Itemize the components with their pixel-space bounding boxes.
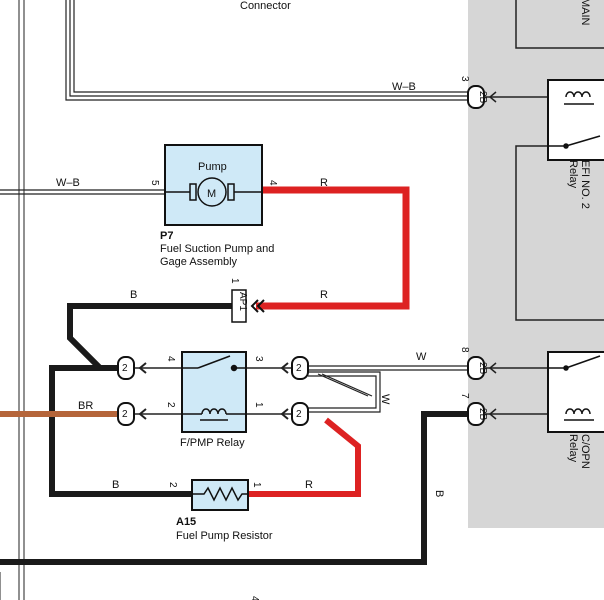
efi-relay-line1: EFI NO. 2 [579,160,591,209]
efi-relay-line2: Relay [567,160,579,189]
copn-relay-icon [548,355,601,421]
wire-label-w-relay: W [416,351,427,363]
relay-coil-icon [182,408,246,421]
right-connector-7: 2B 7 [459,393,488,426]
wire-label-b-ap1: B [130,289,137,301]
resistor-box [191,479,249,511]
junction-j4-label: 2 [296,409,302,420]
main-relay-label: MAIN [579,0,591,26]
wire-label-wb-top: W–B [392,81,416,93]
top-double-wire [65,0,468,101]
ap1-label: AP1 [237,292,248,311]
pump-pin-left: 5 [149,180,160,186]
wire-label-b-resistor: B [112,479,119,491]
resistor-pin-left: 2 [167,482,178,488]
relay-pin-bl: 2 [165,402,176,408]
relay-pin-br: 1 [253,402,264,408]
junction-j2-label: 2 [122,409,128,420]
pump-name-line2: Gage Assembly [160,256,238,268]
w-wire [308,365,468,413]
pump-pin-right: 4 [267,180,278,186]
relay-pin-tr: 3 [253,356,264,362]
relay-leads [134,367,292,415]
right-connector-3-label: 2B [477,91,488,104]
right-leads [484,0,604,420]
relay-lead-arrows [138,362,289,420]
wire-label-r-ap1: R [320,289,328,301]
junction-j4: 2 [291,402,309,426]
connector-label: Connector [240,0,291,12]
junction-j1-label: 2 [122,363,128,374]
resistor-pin-right: 1 [251,482,262,488]
wire-label-r-resistor: R [305,479,313,491]
junction-j3-label: 2 [296,363,302,374]
efi-relay-coil-icon [548,91,601,149]
resistor-zigzag-icon [192,486,248,502]
relay-red-wire [248,417,361,497]
resistor-black-wire [49,365,192,497]
right-black-wire [0,411,468,565]
copn-relay-box [547,351,604,433]
pump-title: Pump [198,161,227,173]
copn-relay-line1: C/OPN [579,434,591,469]
pump-code: P7 [160,230,173,242]
junction-j1: 2 [117,356,135,380]
junction-j3: 2 [291,356,309,380]
right-connector-8-label: 2B [477,362,488,375]
bottom-pin: 4 [249,596,260,600]
right-connector-7-pin: 7 [459,393,470,399]
left-edge-wires [18,0,25,600]
wire-label-w-loop: W [379,394,391,405]
pump-red-wire [256,186,410,310]
wire-label-b-right: B [433,490,445,497]
resistor-code: A15 [176,516,196,528]
pump-name-line1: Fuel Suction Pump and [160,243,274,255]
junction-j2: 2 [117,402,135,426]
copn-relay-line2: Relay [567,434,579,463]
pump-wb-wire [0,189,165,195]
right-connector-8-pin: 8 [459,347,470,353]
resistor-name: Fuel Pump Resistor [176,530,273,542]
motor-letter: M [207,188,216,200]
ap1-connector [231,289,247,323]
ap1-arrow-icon [250,299,265,313]
relay-pin-tl: 4 [165,356,176,362]
motor-icon [165,177,262,207]
right-connector-3-pin: 3 [459,76,470,82]
right-connector-7-label: 2B [477,408,488,421]
wire-label-r-pump: R [320,177,328,189]
relay-switch-icon [182,355,246,372]
ap1-pin: 1 [229,278,240,284]
wire-label-br: BR [78,400,93,412]
relay-name: F/PMP Relay [180,437,245,449]
wire-label-wb-pump: W–B [56,177,80,189]
